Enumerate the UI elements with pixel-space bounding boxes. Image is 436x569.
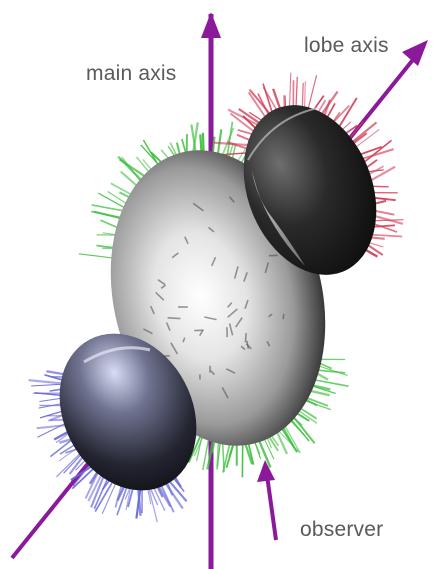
normal-tuft [221,153,248,155]
normal-tuft [313,380,348,387]
normal-tuft [161,484,174,512]
normal-tuft [290,73,291,109]
normal-tuft [370,235,402,237]
normal-tuft [361,149,394,159]
normal-tuft [373,211,394,215]
normal-tuft [203,133,204,154]
main-axis-label: main axis [86,62,177,86]
normal-tuft [37,425,68,428]
normal-tuft [31,384,63,386]
surface-mark [283,314,284,319]
normal-tuft [372,225,395,227]
surface-mark [168,318,181,319]
observer-label: observer [300,518,383,542]
normal-tuft [373,220,404,221]
normal-tuft [108,192,128,205]
normal-tuft [369,167,395,182]
normal-tuft [100,220,119,228]
normal-tuft [79,254,115,258]
normal-tuft [29,380,64,384]
surface-mark [246,333,247,342]
observer-arrow [257,460,276,540]
normal-tuft [39,398,62,401]
normal-tuft [305,81,306,109]
normal-tuft [309,391,330,396]
normal-tuft [223,442,225,472]
normal-tuft [296,77,297,108]
normal-tuft [91,212,122,218]
normal-tuft [308,75,317,110]
lobe-axis-label: lobe axis [304,34,389,58]
normal-tuft [302,83,303,109]
